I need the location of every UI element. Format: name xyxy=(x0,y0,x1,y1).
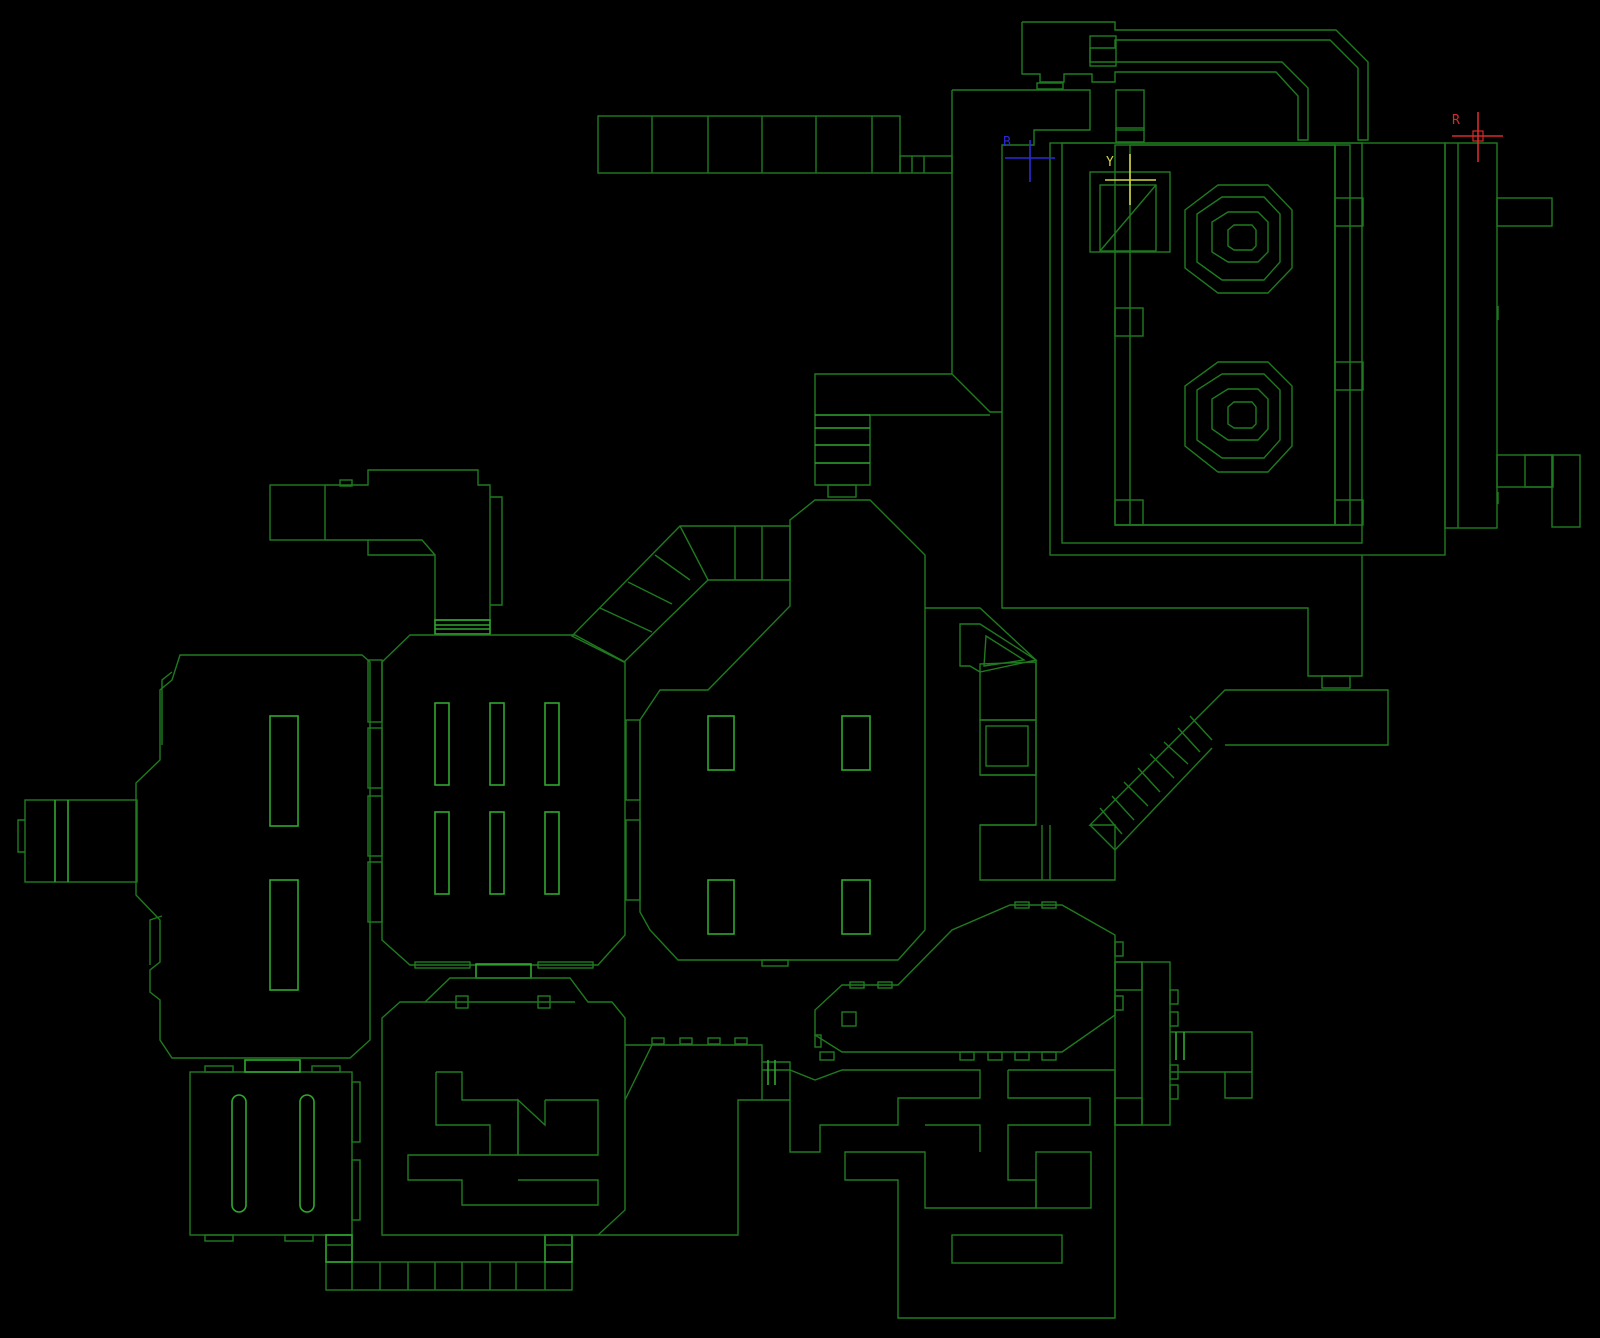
southwest-rooms xyxy=(189,1059,573,1291)
northeast-complex xyxy=(951,21,1581,689)
north-bridge xyxy=(597,115,953,174)
yellow-key-marker: Y xyxy=(1105,154,1156,205)
yellow-key-label: Y xyxy=(1106,155,1114,170)
pillar-room xyxy=(381,634,626,979)
red-key-label: R xyxy=(1452,113,1460,128)
east-rooms xyxy=(925,607,1389,881)
red-key-marker: R xyxy=(1452,112,1503,162)
blue-key-marker: B xyxy=(1003,135,1055,182)
south-maze-room xyxy=(381,977,763,1236)
west-room xyxy=(17,654,383,1059)
red-key-box xyxy=(1472,130,1484,142)
central-room xyxy=(570,499,926,967)
southeast-rooms xyxy=(762,901,1253,1319)
blue-key-label: B xyxy=(1003,135,1011,150)
northwest-rooms xyxy=(269,469,503,635)
central-connector xyxy=(814,373,990,498)
